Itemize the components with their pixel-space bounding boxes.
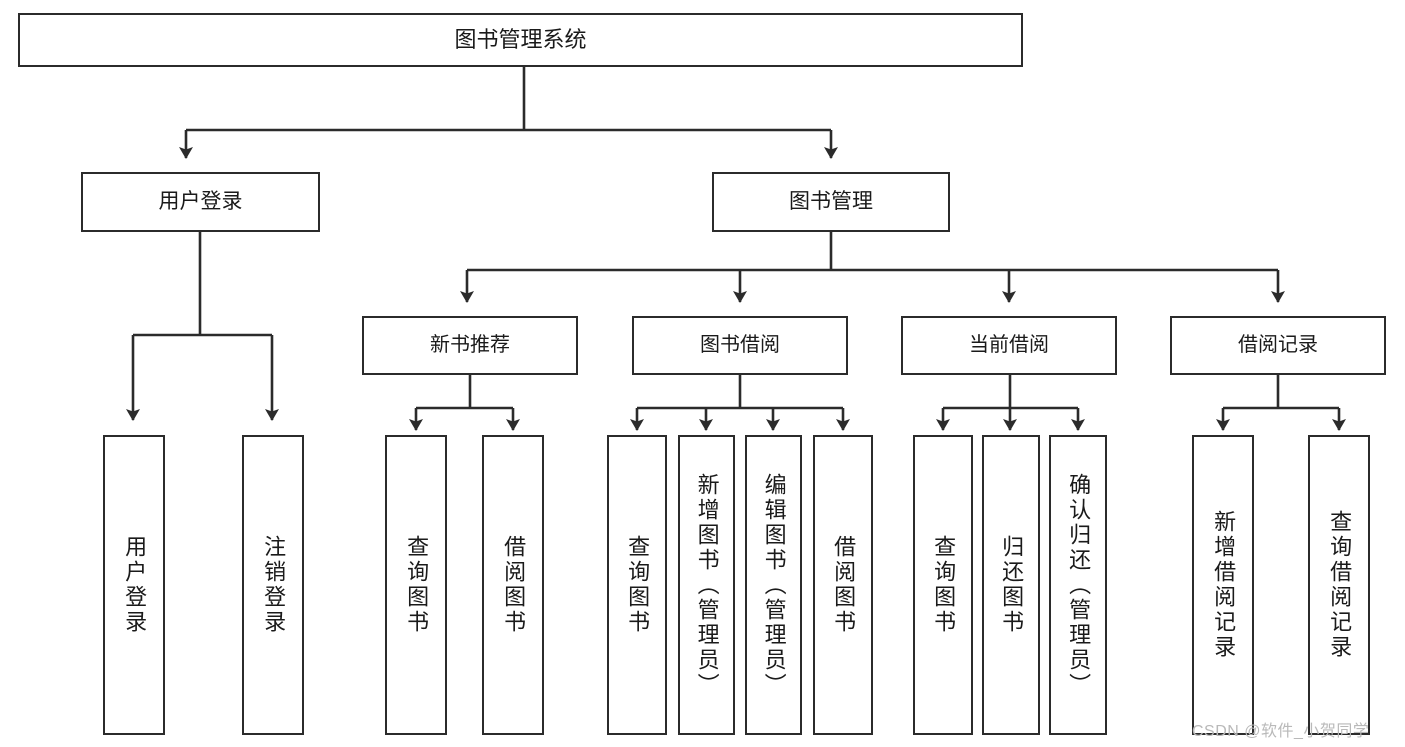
node-book-manage-label: 图书管理: [789, 189, 873, 213]
node-book-borrow[interactable]: 图书借阅: [632, 316, 848, 375]
node-root[interactable]: 图书管理系统: [18, 13, 1023, 67]
node-leaf-query-book-2-label: 查询图书: [625, 535, 651, 635]
node-book-manage[interactable]: 图书管理: [712, 172, 950, 232]
node-leaf-borrow-book-2-label: 借阅图书: [831, 535, 857, 635]
node-leaf-query-book-3[interactable]: 查询图书: [913, 435, 973, 735]
node-leaf-edit-book-admin-label: 编辑图书（管理员）: [761, 472, 787, 698]
node-leaf-logout-login-label: 注销登录: [261, 535, 287, 635]
node-leaf-query-book-3-label: 查询图书: [931, 535, 957, 635]
node-leaf-borrow-book-1-label: 借阅图书: [501, 535, 527, 635]
node-new-book-recommend[interactable]: 新书推荐: [362, 316, 578, 375]
node-leaf-borrow-book-1[interactable]: 借阅图书: [482, 435, 544, 735]
node-book-borrow-label: 图书借阅: [700, 334, 780, 356]
node-leaf-return-book-label: 归还图书: [999, 535, 1025, 635]
node-leaf-add-book-admin-label: 新增图书（管理员）: [694, 472, 720, 698]
node-leaf-edit-book-admin[interactable]: 编辑图书（管理员）: [745, 435, 802, 735]
node-new-book-recommend-label: 新书推荐: [430, 334, 510, 356]
node-leaf-borrow-book-2[interactable]: 借阅图书: [813, 435, 873, 735]
node-leaf-add-book-admin[interactable]: 新增图书（管理员）: [678, 435, 735, 735]
node-user-login-label: 用户登录: [158, 189, 243, 213]
csdn-watermark: CSDN @软件_小贺同学: [1192, 723, 1370, 740]
node-user-login[interactable]: 用户登录: [81, 172, 320, 232]
node-leaf-confirm-return[interactable]: 确认归还（管理员）: [1049, 435, 1107, 735]
node-borrow-record-label: 借阅记录: [1238, 334, 1318, 356]
node-leaf-confirm-return-label: 确认归还（管理员）: [1066, 472, 1092, 698]
node-current-borrow-label: 当前借阅: [969, 334, 1049, 356]
node-leaf-add-borrow-record[interactable]: 新增借阅记录: [1192, 435, 1254, 735]
node-leaf-logout-login[interactable]: 注销登录: [242, 435, 304, 735]
node-current-borrow[interactable]: 当前借阅: [901, 316, 1117, 375]
node-leaf-user-login-label: 用户登录: [122, 535, 148, 635]
node-leaf-query-book-2[interactable]: 查询图书: [607, 435, 667, 735]
node-leaf-user-login[interactable]: 用户登录: [103, 435, 165, 735]
node-leaf-query-book-1-label: 查询图书: [404, 535, 430, 635]
node-borrow-record[interactable]: 借阅记录: [1170, 316, 1386, 375]
node-leaf-return-book[interactable]: 归还图书: [982, 435, 1040, 735]
node-leaf-add-borrow-record-label: 新增借阅记录: [1211, 510, 1237, 660]
node-leaf-query-borrow-record-label: 查询借阅记录: [1327, 510, 1353, 660]
node-root-label: 图书管理系统: [454, 27, 587, 53]
node-leaf-query-book-1[interactable]: 查询图书: [385, 435, 447, 735]
node-leaf-query-borrow-record[interactable]: 查询借阅记录: [1308, 435, 1370, 735]
